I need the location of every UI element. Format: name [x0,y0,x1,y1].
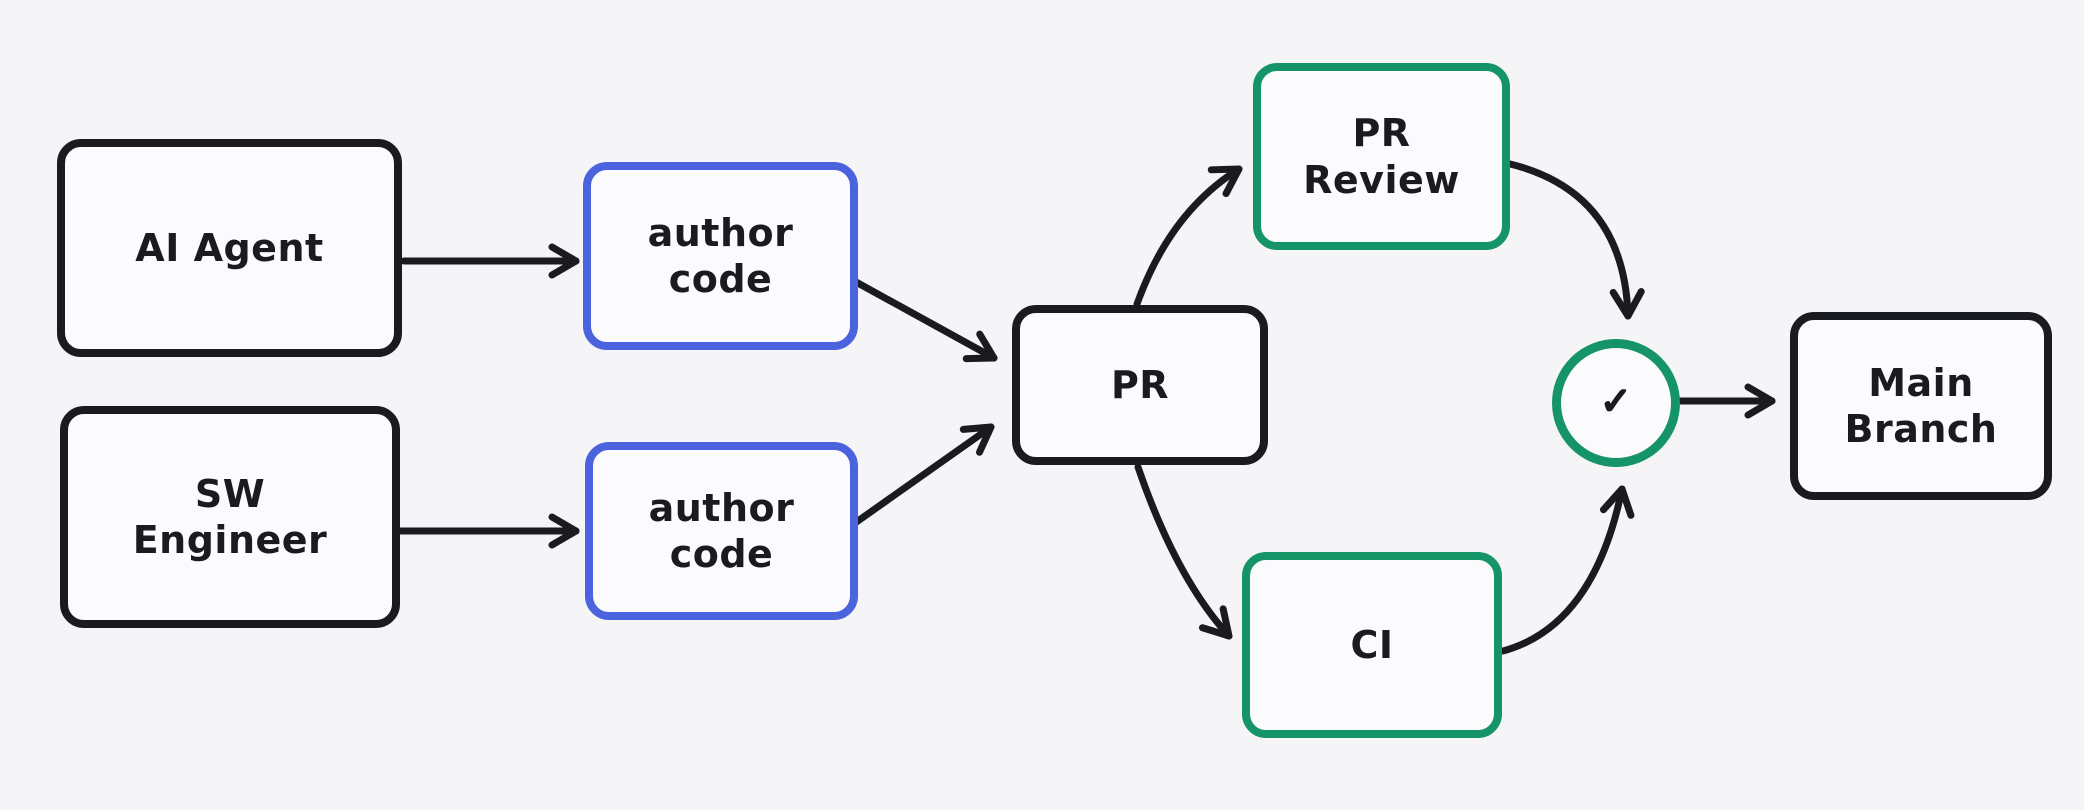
arrow-author-code-bottom-to-pr [851,423,995,527]
node-author-code-bottom-label: author code [648,485,795,576]
node-sw-engineer: SW Engineer [60,406,400,628]
arrow-pr-to-pr-review [1133,165,1243,308]
node-main-branch-label: Main Branch [1844,360,1998,451]
node-ci: CI [1242,552,1502,738]
node-ai-agent: AI Agent [57,139,402,357]
arrow-pr-review-to-check [1502,159,1645,320]
node-sw-engineer-label: SW Engineer [132,471,328,562]
node-author-code-bottom: author code [585,442,858,620]
node-ai-agent-label: AI Agent [135,225,324,270]
arrow-author-code-top-to-pr [852,278,998,363]
node-pr: PR [1012,305,1268,465]
node-ci-label: CI [1350,622,1394,667]
arrow-ci-to-check [1499,485,1635,655]
node-author-code-top-label: author code [647,210,794,301]
node-approval-circle: ✓ [1552,339,1680,467]
node-pr-review-label: PR Review [1303,111,1460,202]
check-icon: ✓ [1599,378,1633,424]
node-main-branch: Main Branch [1790,312,2052,500]
node-pr-label: PR [1110,362,1170,407]
node-author-code-top: author code [583,162,858,350]
node-pr-review: PR Review [1253,63,1510,250]
arrow-pr-to-ci [1134,463,1233,640]
